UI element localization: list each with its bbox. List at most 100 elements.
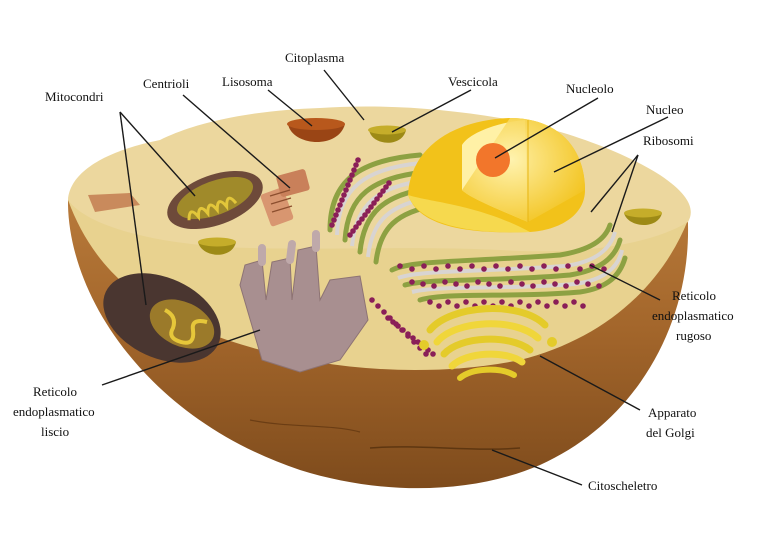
ribosome-dot xyxy=(469,263,475,269)
ribosome-dot xyxy=(359,216,365,222)
ribosome-dot xyxy=(339,197,345,203)
ribosome-dot xyxy=(497,283,503,289)
vesicle-rim xyxy=(624,208,662,218)
ribosome-dot xyxy=(517,299,523,305)
ribosome-dot xyxy=(481,266,487,272)
label-reticolo-liscio-1: Reticolo xyxy=(33,384,77,399)
ribosome-dot xyxy=(436,303,442,309)
ribosome-dot xyxy=(463,299,469,305)
ribosome-dot xyxy=(493,263,499,269)
ribosome-dot xyxy=(596,283,602,289)
ribosome-dot xyxy=(486,281,492,287)
ribosome-dot xyxy=(381,309,387,315)
ribosome-dot xyxy=(541,279,547,285)
ribosome-dot xyxy=(349,172,355,178)
ribosome-dot xyxy=(333,212,339,218)
ribosome-dot xyxy=(393,321,399,327)
vesicle-rim xyxy=(198,237,236,247)
ribosome-dot xyxy=(526,303,532,309)
ribosome-dot xyxy=(457,266,463,272)
label-citoplasma: Citoplasma xyxy=(285,50,344,65)
ribosome-dot xyxy=(345,182,351,188)
ribosome-dot xyxy=(351,167,357,173)
ribosome-dot xyxy=(420,281,426,287)
ribosome-dot xyxy=(365,208,371,214)
label-mitocondri: Mitocondri xyxy=(45,89,104,104)
nucleolus xyxy=(476,143,510,177)
label-golgi-2: del Golgi xyxy=(646,425,695,440)
ribosome-dot xyxy=(445,263,451,269)
smooth-er-tube xyxy=(258,230,320,266)
ribosome-dot xyxy=(409,266,415,272)
ribosome-dot xyxy=(563,283,569,289)
ribosome-dot xyxy=(353,162,359,168)
ribosome-dot xyxy=(565,263,571,269)
ribosome-dot xyxy=(562,303,568,309)
ribosome-dot xyxy=(445,299,451,305)
ribosome-dot xyxy=(356,220,362,226)
centrioles xyxy=(260,169,310,227)
ribosome-dot xyxy=(405,333,411,339)
ribosome-dot xyxy=(475,279,481,285)
ribosome-dot xyxy=(585,281,591,287)
ribosome-dot xyxy=(529,266,535,272)
label-reticolo-rugoso-2: endoplasmatico xyxy=(652,308,734,323)
label-nucleolo: Nucleolo xyxy=(566,81,614,96)
ribosome-dot xyxy=(517,263,523,269)
vesicle-rim xyxy=(368,125,406,135)
ribosome-dot xyxy=(601,266,607,272)
ribosome-dot xyxy=(442,279,448,285)
ribosome-dot xyxy=(574,279,580,285)
ribosome-dot xyxy=(454,303,460,309)
ribosome-dot xyxy=(409,279,415,285)
ribosome-dot xyxy=(399,327,405,333)
lysosome-rim xyxy=(287,118,345,130)
golgi-apparatus xyxy=(419,305,557,381)
ribosome-dot xyxy=(571,299,577,305)
ribosome-dot xyxy=(508,279,514,285)
ribosome-dot xyxy=(530,283,536,289)
ribosome-dot xyxy=(335,207,341,213)
ribosomes xyxy=(329,157,607,357)
ribosome-dot xyxy=(423,351,429,357)
label-ribosomi: Ribosomi xyxy=(643,133,694,148)
ribosome-dot xyxy=(430,351,436,357)
label-vescicola: Vescicola xyxy=(448,74,498,89)
ribosome-dot xyxy=(387,315,393,321)
ribosome-dot xyxy=(577,266,583,272)
mitochondrion-left xyxy=(103,273,221,363)
ribosome-dot xyxy=(369,297,375,303)
label-nucleo: Nucleo xyxy=(646,102,684,117)
label-reticolo-rugoso-1: Reticolo xyxy=(672,288,716,303)
leader-lines xyxy=(101,69,669,486)
ribosome-dot xyxy=(505,266,511,272)
ribosome-dot xyxy=(380,188,386,194)
label-reticolo-liscio-2: endoplasmatico xyxy=(13,404,95,419)
ribosome-dot xyxy=(427,299,433,305)
ribosome-dot xyxy=(453,281,459,287)
ribosome-dot xyxy=(397,263,403,269)
ribosome-dot xyxy=(331,217,337,223)
label-lisosoma: Lisosoma xyxy=(222,74,273,89)
ribosome-dot xyxy=(374,196,380,202)
ribosome-dot xyxy=(411,339,417,345)
ribosome-dot xyxy=(535,299,541,305)
ribosome-dot xyxy=(347,232,353,238)
ribosome-dot xyxy=(499,299,505,305)
ribosome-dot xyxy=(544,303,550,309)
ribosome-dot xyxy=(552,281,558,287)
cytoskeleton-fiber xyxy=(369,446,521,450)
ribosome-dot xyxy=(553,299,559,305)
ribosome-dot xyxy=(343,187,349,193)
ribosome-dot xyxy=(386,180,392,186)
label-reticolo-liscio-3: liscio xyxy=(41,424,69,439)
ribosome-dot xyxy=(341,192,347,198)
ribosome-dot xyxy=(481,299,487,305)
ribosome-dot xyxy=(464,283,470,289)
cytoskeleton-fiber xyxy=(249,419,361,433)
ribosome-dot xyxy=(353,224,359,230)
ribosome-dot xyxy=(431,283,437,289)
ribosome-dot xyxy=(362,212,368,218)
label-citoscheletro: Citoscheletro xyxy=(588,478,657,493)
